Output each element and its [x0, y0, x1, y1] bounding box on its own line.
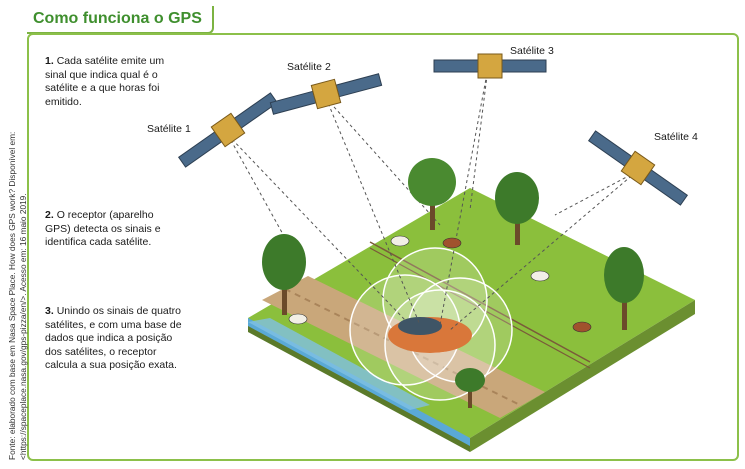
step-2-text: O receptor (aparelho GPS) detecta os sin… [45, 209, 161, 248]
satellite-4 [587, 130, 689, 206]
step-1-number: 1. [45, 55, 54, 67]
satellite-1-label: Satélite 1 [147, 123, 191, 135]
satellite-4-label: Satélite 4 [654, 131, 698, 143]
satellite-3-label: Satélite 3 [510, 45, 554, 57]
satellite-3 [433, 53, 547, 79]
fence [369, 241, 591, 363]
cows [288, 235, 592, 333]
trees [262, 158, 644, 408]
step-3: 3. Unindo os sinais de quatro satélites,… [45, 305, 190, 373]
step-3-text: Unindo os sinais de quatro satélites, e … [45, 305, 182, 371]
satellite-2-label: Satélite 2 [287, 61, 331, 73]
step-1: 1. Cada satélite emite um sinal que indi… [45, 55, 180, 109]
step-2-number: 2. [45, 209, 54, 221]
satellite-2 [269, 73, 383, 115]
diagram-frame [27, 33, 739, 461]
page-title: Como funciona o GPS [33, 10, 202, 27]
step-2: 2. O receptor (aparelho GPS) detecta os … [45, 209, 180, 250]
signal-lines [227, 67, 637, 331]
step-3-number: 3. [45, 305, 54, 317]
car-receiver [388, 317, 472, 353]
step-1-text: Cada satélite emite um sinal que indica … [45, 55, 165, 108]
terrain [248, 188, 695, 452]
satellite-1 [177, 92, 279, 168]
